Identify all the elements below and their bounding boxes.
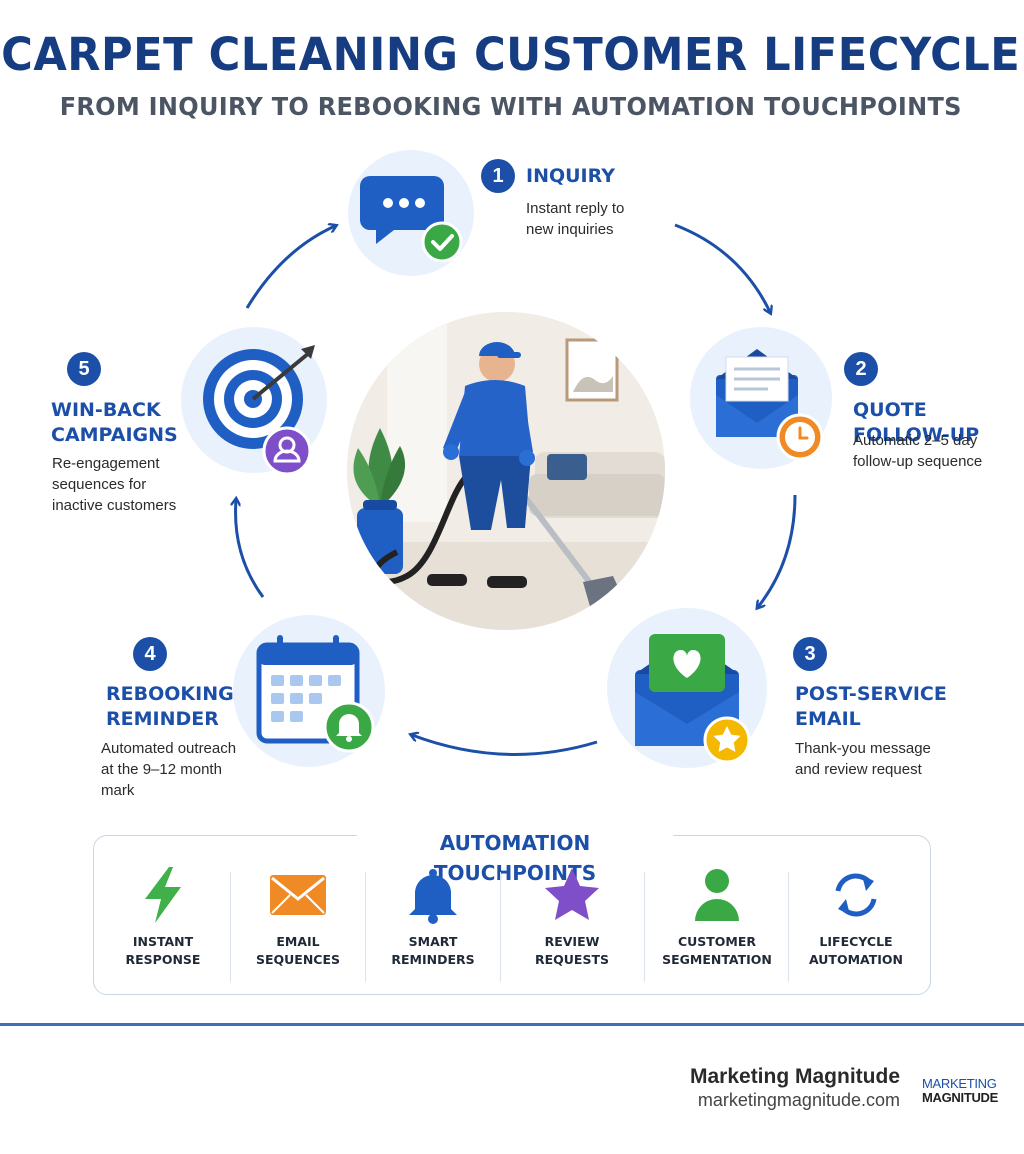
stage-1-title: INQUIRY <box>526 165 615 187</box>
arrow-2-to-3 <box>758 494 797 607</box>
stage-5-number: 5 <box>67 352 101 386</box>
touchpoint-label: EMAIL SEQUENCES <box>255 934 341 967</box>
envelope-icon <box>270 875 326 915</box>
bell-icon <box>409 869 457 924</box>
divider <box>365 872 366 982</box>
lightning-icon <box>145 867 181 923</box>
arrow-5-to-1 <box>245 226 335 309</box>
stage-5-title: WIN-BACK CAMPAIGNS <box>51 399 178 446</box>
touchpoint-label: LIFECYCLE AUTOMATION <box>808 934 903 967</box>
brand-logo: MARKETING MAGNITUDE <box>922 1077 1004 1105</box>
divider <box>788 872 789 982</box>
arrow-4-to-5 <box>236 500 265 598</box>
footer-divider <box>0 1023 1024 1026</box>
touchpoint-label: INSTANT RESPONSE <box>125 934 201 967</box>
stage-2-circle <box>690 327 832 469</box>
stage-3-number: 3 <box>793 637 827 671</box>
brand-name: Marketing Magnitude <box>689 1065 900 1088</box>
divider <box>230 872 231 982</box>
touchpoint-label: REVIEW REQUESTS <box>534 934 609 967</box>
stage-3-description: Thank-you message and review request <box>795 740 931 778</box>
stage-3-title: POST-SERVICE EMAIL <box>795 683 947 730</box>
divider <box>644 872 645 982</box>
logo-line-2: MAGNITUDE <box>922 1090 999 1105</box>
stage-3-circle <box>607 608 767 768</box>
touchpoints-title: AUTOMATION TOUCHPOINTS <box>357 828 673 888</box>
star-icon <box>545 868 599 920</box>
stage-4-number: 4 <box>133 637 167 671</box>
stage-2-title: QUOTE FOLLOW-UP <box>853 399 980 446</box>
touchpoint-label: CUSTOMER SEGMENTATION <box>662 934 772 967</box>
stage-2-number: 2 <box>844 352 878 386</box>
arrow-3-to-4 <box>412 735 598 756</box>
refresh-cycle-icon <box>835 873 877 917</box>
stage-4-circle <box>233 615 385 767</box>
stage-1-number: 1 <box>481 159 515 193</box>
target-user-icon <box>203 345 315 476</box>
stage-2-description: Automatic 2–5 day follow-up sequence <box>853 432 983 470</box>
page-title: CARPET CLEANING CUSTOMER LIFECYCLE <box>1 28 1021 81</box>
envelope-heart-star-icon <box>635 634 751 764</box>
chat-bubble-check-icon <box>360 176 463 263</box>
stage-4-title: REBOOKING REMINDER <box>106 683 234 730</box>
brand-url: marketingmagnitude.com <box>697 1090 900 1110</box>
stage-5-description: Re-engagement sequences for inactive cus… <box>52 455 177 514</box>
page-subtitle: FROM INQUIRY TO REBOOKING WITH AUTOMATIO… <box>59 92 962 121</box>
arrow-1-to-2 <box>674 223 770 312</box>
person-icon <box>695 869 739 921</box>
touchpoint-label: SMART REMINDERS <box>391 934 475 967</box>
logo-line-1: MARKETING <box>922 1076 997 1091</box>
envelope-clock-icon <box>716 349 824 461</box>
calendar-bell-icon <box>256 635 375 753</box>
stage-4-description: Automated outreach at the 9–12 month mar… <box>101 740 237 799</box>
center-illustration <box>347 312 665 630</box>
stage-1-circle <box>348 150 474 276</box>
stage-5-circle <box>181 327 327 476</box>
stage-1-description: Instant reply to new inquiries <box>526 200 625 238</box>
technician-vacuuming-illustration <box>347 312 665 630</box>
divider <box>500 872 501 982</box>
